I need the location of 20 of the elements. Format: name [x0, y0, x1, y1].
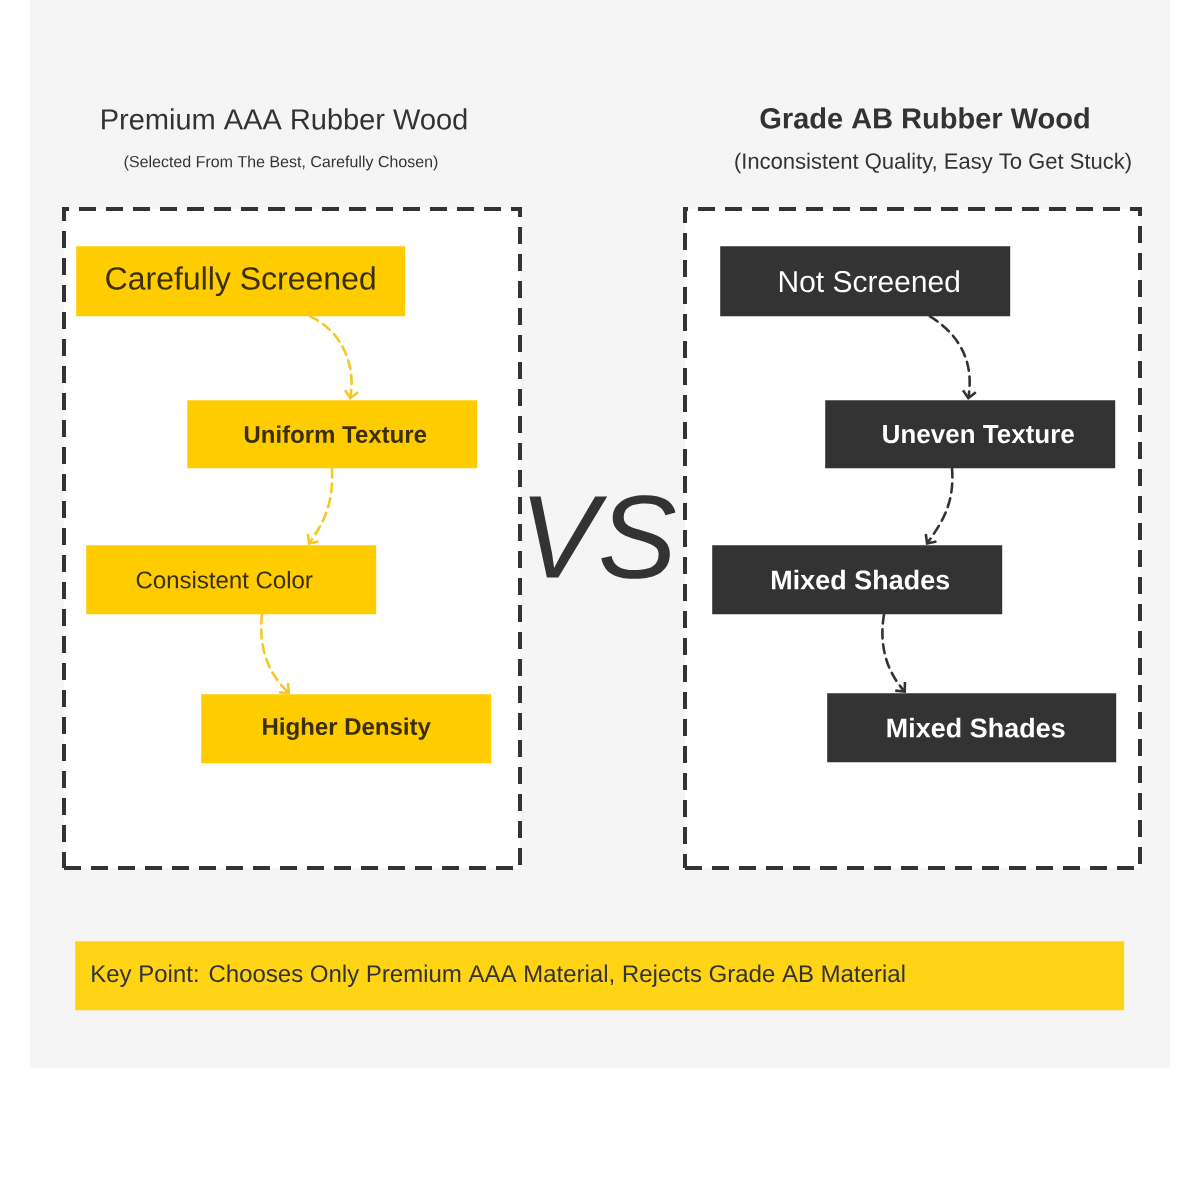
step-box: Higher Density [201, 694, 492, 764]
dashed-arrow [928, 315, 977, 400]
step-box: Not Screened [720, 246, 1011, 317]
panel-subheading: (Selected From The Best, Carefully Chosen) [124, 155, 438, 171]
step-box: Uniform Texture [187, 400, 478, 469]
step-box: Consistent Color [86, 545, 377, 615]
panel-subheading: (Inconsistent Quality, Easy To Get Stuck) [735, 152, 1131, 174]
dashed-arrow [881, 613, 907, 693]
dashed-arrow [924, 467, 954, 545]
step-box: Mixed Shades [712, 545, 1003, 615]
step-box: Uneven Texture [825, 400, 1116, 469]
dashed-arrow [260, 613, 290, 694]
step-box: Mixed Shades [827, 693, 1117, 763]
panel-heading: Premium AAA Rubber Wood [102, 108, 467, 130]
step-box: Carefully Screened [76, 246, 406, 317]
dashed-arrow [306, 467, 334, 545]
vs-label: VS [529, 495, 676, 579]
dashed-arrow [308, 315, 359, 400]
panel-heading: Grade AB Rubber Wood [760, 107, 1089, 129]
key-point-banner: Key Point: Chooses Only Premium AAA Material, Rejects Grade AB Material [75, 941, 1125, 1011]
